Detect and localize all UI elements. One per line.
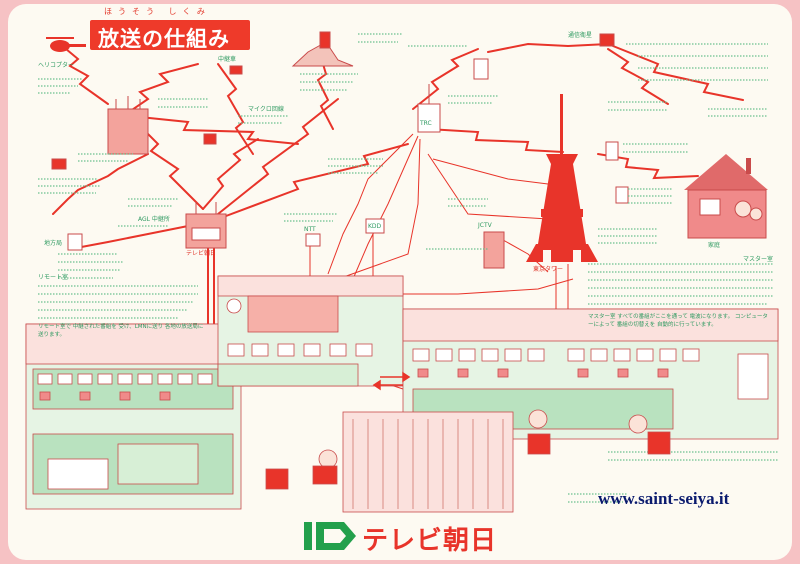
- label-kdd: KDD: [368, 223, 382, 230]
- title-banner: 放送の仕組み: [90, 20, 250, 51]
- signal-arrows: [52, 42, 744, 335]
- watermark: www.saint-seiya.it: [598, 489, 730, 508]
- label-relay-car: 中継車: [218, 56, 237, 63]
- relay-stations: [51, 31, 629, 269]
- label-station-a: AGL 中継所: [138, 216, 170, 223]
- label-remote-room: リモート室: [38, 274, 69, 281]
- label-sat-link: 通信衛星: [568, 32, 593, 39]
- label-trc: TRC: [420, 120, 432, 127]
- tokyo-tower-icon: [526, 94, 598, 262]
- label-heli: ヘリコプター: [38, 62, 75, 69]
- equipment-racks: [265, 411, 514, 513]
- brand-logo-icon: [304, 522, 356, 550]
- control-room-center: [217, 275, 404, 387]
- brand-name: テレビ朝日: [362, 526, 498, 556]
- label-tv-asahi-left: テレビ朝日: [186, 250, 217, 257]
- broadcast-diagram: [25, 31, 779, 550]
- control-room-right: [402, 308, 779, 455]
- exchange-arrow: [372, 371, 411, 391]
- label-ntt: NTT: [304, 226, 316, 233]
- note-master: マスター室 すべての番組がここを通って 電波になります。 コンピューターによって…: [588, 314, 768, 328]
- label-master-room: マスター室: [743, 256, 774, 263]
- label-jctv: JCTV: [478, 222, 492, 229]
- control-room-left: [25, 323, 242, 510]
- helicopter-icon: [46, 37, 86, 52]
- label-station-b: 地方局: [44, 240, 63, 247]
- brand: テレビ朝日: [304, 518, 524, 556]
- poster-sheet: 放送の仕組み ほうそう しくみ テレビ朝日 リモート室 マスター室 東京タワー …: [8, 4, 792, 560]
- label-home: 家庭: [708, 242, 721, 249]
- house-icon: [684, 154, 768, 239]
- label-tokyo-tower: 東京タワー: [533, 266, 564, 273]
- label-mic-a: マイクロ回線: [248, 106, 284, 113]
- note-remote: リモート室で 中継された番組を 受け、LMNに送り 各地の放送局に 送ります。: [38, 324, 204, 338]
- title-ruby: ほうそう しくみ: [104, 7, 211, 16]
- page-title: 放送の仕組み: [98, 27, 230, 51]
- label-text-lines: [38, 33, 778, 503]
